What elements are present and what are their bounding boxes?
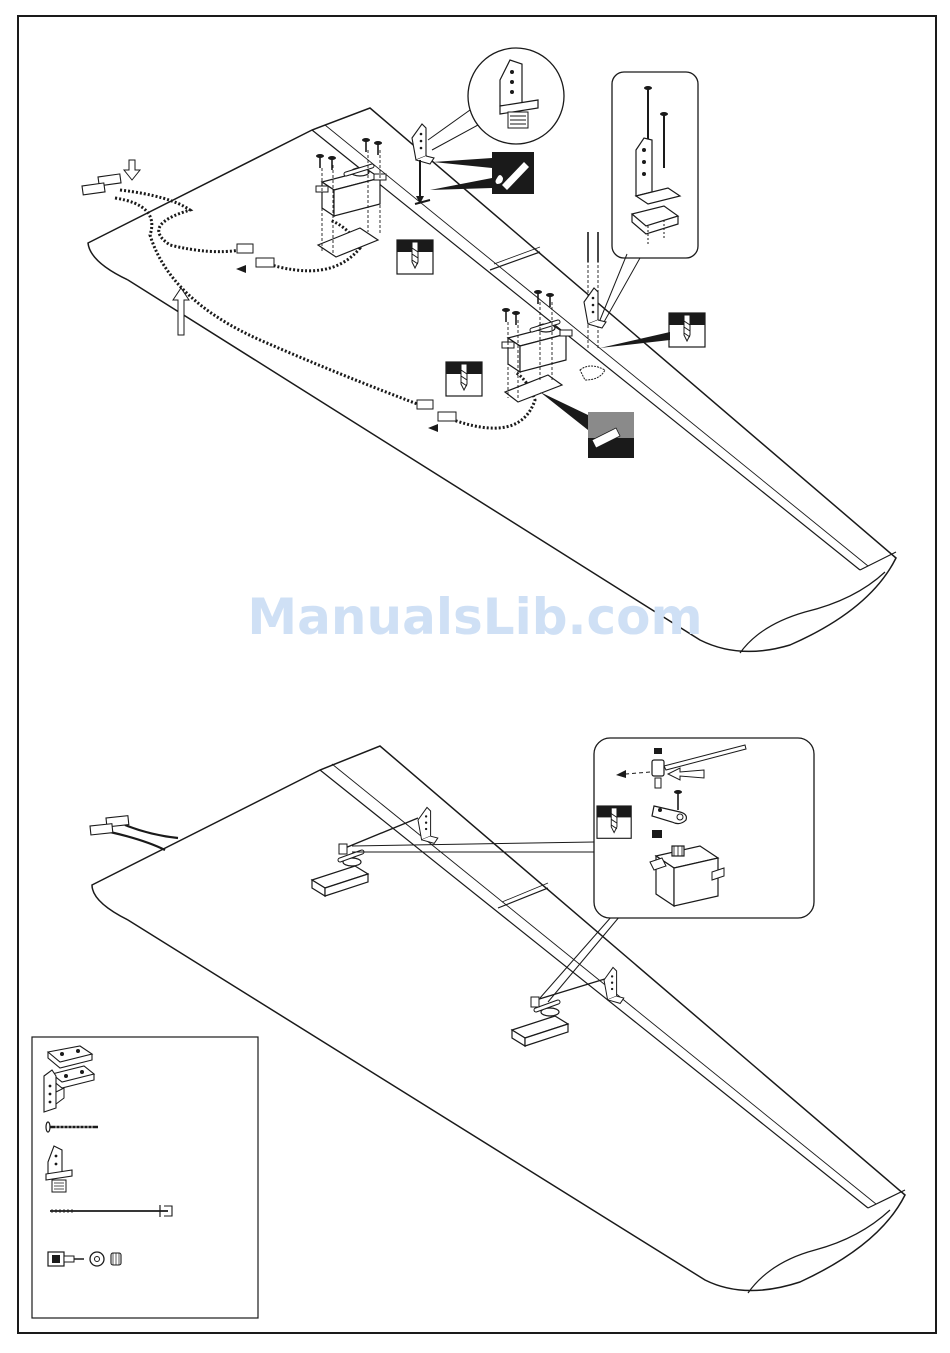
sanding-panel [588,412,634,458]
horn-screw-detail-callout [600,72,698,322]
clevis-detail-callout [594,738,814,918]
drill-icon [597,806,631,838]
top-wing-illustration [82,48,896,653]
glue-bottle-icon [492,152,534,194]
horn-detail-callout [428,48,564,150]
hardware-parts-list [32,1037,258,1318]
